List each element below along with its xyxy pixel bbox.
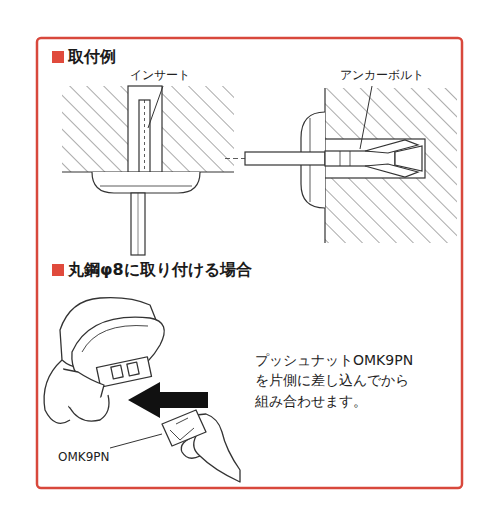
part-label: インサート — [130, 68, 190, 82]
part-label: アンカーボルト — [340, 68, 424, 82]
leader-line — [110, 434, 162, 448]
frame — [37, 38, 462, 488]
assembly-illustration — [44, 298, 240, 482]
section-heading: 丸鋼φ8に取り付ける場合 — [68, 260, 252, 279]
heading-mark — [52, 51, 64, 63]
wall-mount — [225, 88, 457, 243]
part-label: OMK9PN — [58, 450, 110, 464]
leader-line — [360, 86, 372, 149]
heading-mark — [52, 264, 64, 276]
instruction-note: プッシュナットOMK9PN を片側に差し込んでから 組み合わせます。 — [255, 350, 455, 411]
ceiling-mount — [62, 86, 234, 255]
section-heading: 取付例 — [68, 47, 116, 66]
leader-line — [148, 86, 163, 128]
